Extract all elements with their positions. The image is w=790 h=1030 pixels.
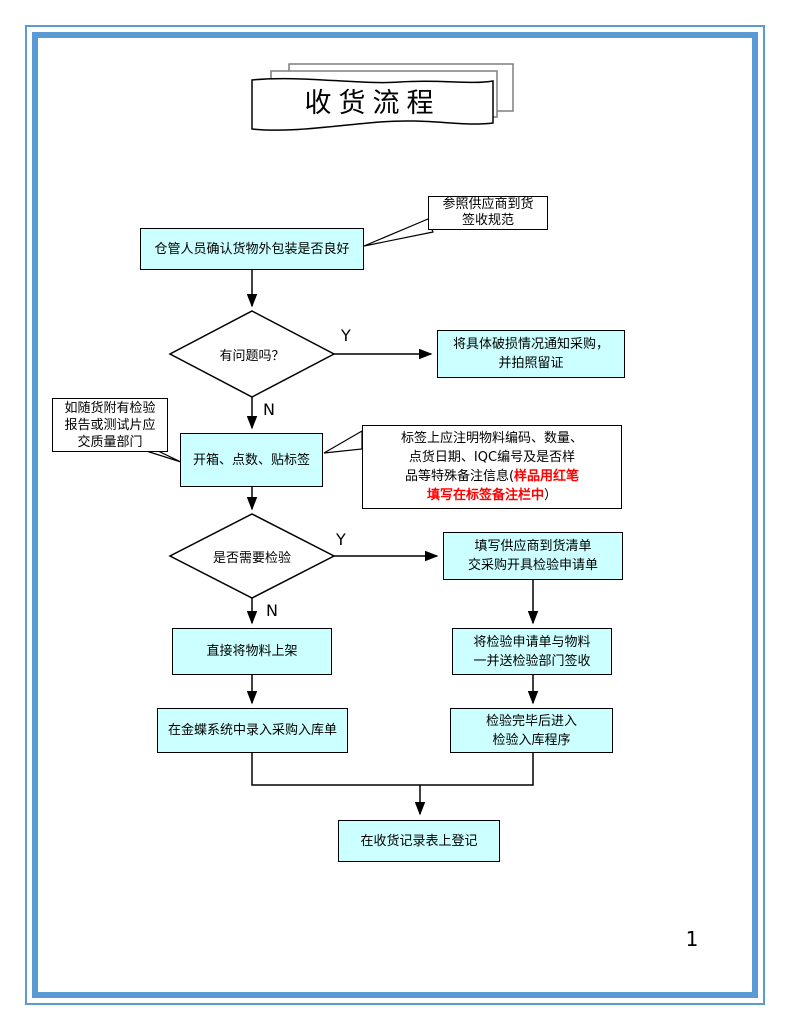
node-inspection-procedure-line1: 检验完毕后进入 [485,713,577,729]
slide-border-inner [32,32,758,998]
flow-connectors [246,270,539,816]
callout-label-note-line3-black: 品等特殊备注信息( [404,469,515,484]
decision-problem-label: 有问题吗？ [219,348,285,364]
slide-border-outer [25,25,765,1005]
node-send-to-inspection-line1: 将检验申请单与物料 [473,634,591,650]
decision-inspect-label: 是否需要检验 [212,550,291,566]
callout-spec-line2: 签收规范 [461,213,514,228]
node-notify-purchasing: 将具体破损情况通知采购， 并拍照留证 [437,330,625,378]
branch-label-problem-yes: Y [341,326,351,345]
node-notify-line2: 并拍照留证 [498,356,564,371]
node-record-register-label: 在收货记录表上登记 [360,833,478,849]
callout-label-note-line2: 点货日期、IQC编号及是否样 [408,450,576,465]
title-paper-stack [251,63,514,131]
callout-tails [139,218,434,463]
node-inspection-procedure-line2: 检验入库程序 [492,732,571,748]
paper-wave-front [251,77,494,131]
node-confirm-packaging: 仓管人员确认货物外包装是否良好 [140,228,364,270]
node-send-to-inspection: 将检验申请单与物料 一并送检验部门签收 [452,628,612,675]
slide-title: 收货流程 [304,88,441,119]
branch-label-problem-no: N [263,400,275,419]
node-open-count-label-text: 开箱、点数、贴标签 [192,452,310,468]
merge-connector [251,753,534,786]
node-open-count-label: 开箱、点数、贴标签 [180,433,323,487]
node-record-register: 在收货记录表上登记 [338,820,500,862]
callout-label-note-line4-black: ） [544,488,558,503]
decision-problem-shape [168,310,336,398]
node-confirm-packaging-label: 仓管人员确认货物外包装是否良好 [154,241,350,257]
callout-spec: 参照供应商到货 签收规范 [428,196,548,230]
decision-inspect-shape [168,513,336,599]
callout-label-note-tail [323,429,363,454]
callout-label-note-line3: 品等特殊备注信息(样品用红笔 [405,467,579,486]
callout-quality-line2: 报告或测试片应 [64,417,156,433]
node-fill-delivery-list-line1: 填写供应商到货清单 [474,539,592,554]
callout-quality: 如随货附有检验 报告或测试片应 交质量部门 [52,398,168,452]
page-number: 1 [685,927,699,951]
callout-quality-line3: 交质量部门 [77,434,143,450]
node-fill-delivery-list-line2: 交采购开具检验申请单 [467,558,598,573]
node-inspection-procedure: 检验完毕后进入 检验入库程序 [450,708,613,753]
callout-label-note-line3-red: 样品用红笔 [514,469,580,484]
node-kingdee-entry: 在金蝶系统中录入采购入库单 [157,708,348,753]
callout-spec-line1: 参照供应商到货 [442,197,534,212]
node-shelve-material: 直接将物料上架 [172,628,332,675]
branch-label-inspect-no: N [266,601,278,620]
callout-label-note: 标签上应注明物料编码、数量、 点货日期、IQC编号及是否样 品等特殊备注信息(样… [362,425,622,509]
node-notify-line1: 将具体破损情况通知采购， [452,337,609,352]
node-shelve-material-label: 直接将物料上架 [206,644,298,659]
callout-quality-line1: 如随货附有检验 [64,400,156,416]
node-fill-delivery-list: 填写供应商到货清单 交采购开具检验申请单 [443,532,623,580]
callout-spec-tail [363,218,434,247]
decision-shapes [168,310,336,599]
node-send-to-inspection-line2: 一并送检验部门签收 [473,653,591,669]
callout-label-note-line4-red: 填写在标签备注栏中 [426,488,544,503]
callout-label-note-line1: 标签上应注明物料编码、数量、 [400,431,583,446]
node-kingdee-entry-label: 在金蝶系统中录入采购入库单 [167,723,337,738]
callout-label-note-line4: 填写在标签备注栏中） [427,486,557,505]
branch-label-inspect-yes: Y [336,530,346,549]
